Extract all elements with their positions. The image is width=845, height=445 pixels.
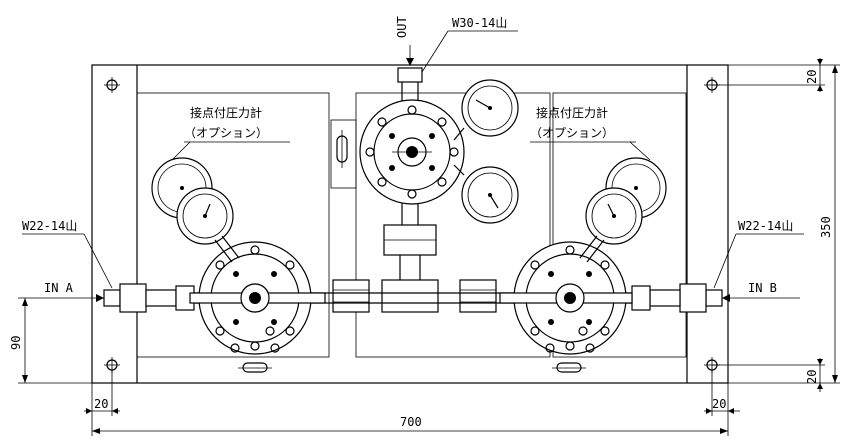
slot-hole-right (552, 362, 586, 373)
gauge-right-label-1: 接点付圧力計 (536, 105, 608, 120)
inlet-b-fitting (631, 283, 723, 313)
in-b-label-group: IN B W22-14山 (713, 219, 804, 302)
center-regulator (359, 99, 465, 205)
in-b-label: IN B (748, 281, 777, 295)
center-right-nut (459, 279, 497, 313)
gauge-right-label-group: 接点付圧力計 （オプション） (530, 105, 651, 161)
right-regulator (499, 241, 633, 355)
dim-bottom-margin-text: 20 (805, 370, 819, 384)
dim-left-margin: 20 (84, 370, 120, 416)
dim-bottom-margin: 20 (712, 358, 825, 392)
left-gauge-front (176, 187, 240, 263)
outlet-pressure-gauge (453, 79, 519, 141)
center-left-nut (332, 279, 370, 313)
dim-overall-width: 700 (91, 383, 729, 436)
inlet-a-fitting (103, 283, 195, 313)
in-a-label-group: IN A W22-14山 (18, 219, 113, 302)
gauge-left-label-1: 接点付圧力計 (190, 105, 262, 120)
dim-right-margin-text: 20 (712, 397, 726, 411)
in-a-label: IN A (44, 281, 74, 295)
right-gauge-front (579, 187, 643, 263)
in-a-thread-label: W22-14山 (22, 219, 77, 233)
dim-left-margin-text: 20 (94, 397, 108, 411)
dim-inlet-height: 90 (9, 298, 92, 384)
in-b-thread-label: W22-14山 (738, 219, 793, 233)
gauge-left-label-2: （オプション） (184, 126, 268, 140)
dim-width-text: 700 (400, 415, 422, 429)
out-label-group: OUT W30-14山 (395, 16, 518, 73)
dim-height-text: 350 (819, 216, 833, 238)
dim-inlet-height-text: 90 (9, 336, 23, 350)
dim-top-margin: 20 (712, 58, 825, 92)
dim-right-margin: 20 (704, 370, 740, 416)
center-tee (381, 224, 439, 313)
inlet-pressure-gauge (453, 164, 519, 224)
slot-hole-center (330, 119, 357, 189)
mounting-hole-tl (104, 77, 120, 93)
out-thread-label: W30-14山 (452, 16, 507, 30)
dim-overall-height: 350 (728, 64, 840, 384)
dim-top-margin-text: 20 (805, 70, 819, 84)
out-label: OUT (395, 16, 409, 38)
gauge-left-label-group: 接点付圧力計 （オプション） (171, 105, 290, 161)
gauge-right-label-2: （オプション） (530, 126, 614, 140)
left-regulator (189, 241, 326, 355)
slot-hole-left (238, 362, 272, 373)
